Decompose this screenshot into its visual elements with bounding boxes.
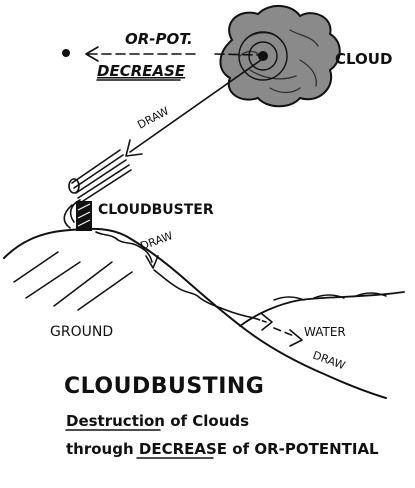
water-shoreline (239, 291, 405, 327)
cloudbuster (63, 149, 132, 231)
subtitle-of-or-potential: of OR-POTENTIAL (227, 440, 379, 458)
cloudbuster-pipes (63, 149, 132, 229)
water-label: WATER (304, 325, 346, 339)
decrease-arrow (85, 46, 259, 62)
subtitle-clouds: Clouds (192, 412, 249, 430)
subtitle-line-1: Destruction of Clouds (66, 412, 249, 430)
subtitle-destruction: Destruction (66, 412, 165, 430)
or-pot-label: OR-POT. (125, 30, 193, 48)
draw-label-water: DRAW (311, 349, 347, 373)
cloudbuster-base (76, 201, 92, 231)
decrease-label: DECREASE (97, 62, 186, 80)
draw-arrow-slope (95, 231, 303, 347)
cloud-label: CLOUD (335, 50, 392, 68)
cloud-body (219, 5, 341, 108)
subtitle-of-1: of (165, 412, 192, 430)
subtitle-through: through (66, 440, 139, 458)
cloudbuster-base-hatch (77, 203, 91, 227)
or-pot-dot (62, 49, 70, 57)
cloud-core-dot (258, 51, 268, 61)
subtitle-decrease: DECREASE (139, 440, 227, 458)
draw-arrow-cloud (125, 59, 262, 157)
draw-label-slope: DRAW (139, 229, 175, 253)
ground-label: GROUND (50, 324, 113, 340)
diagram-title: CLOUDBUSTING (64, 374, 264, 399)
cloud-core-rings (238, 31, 288, 81)
cloud (219, 5, 341, 108)
ground-line (3, 227, 387, 399)
ground-hatching (13, 251, 133, 311)
subtitle-line-2: through DECREASE of OR-POTENTIAL (66, 440, 379, 458)
cloudbuster-label: CLOUDBUSTER (98, 202, 214, 218)
water-waves (273, 292, 387, 301)
